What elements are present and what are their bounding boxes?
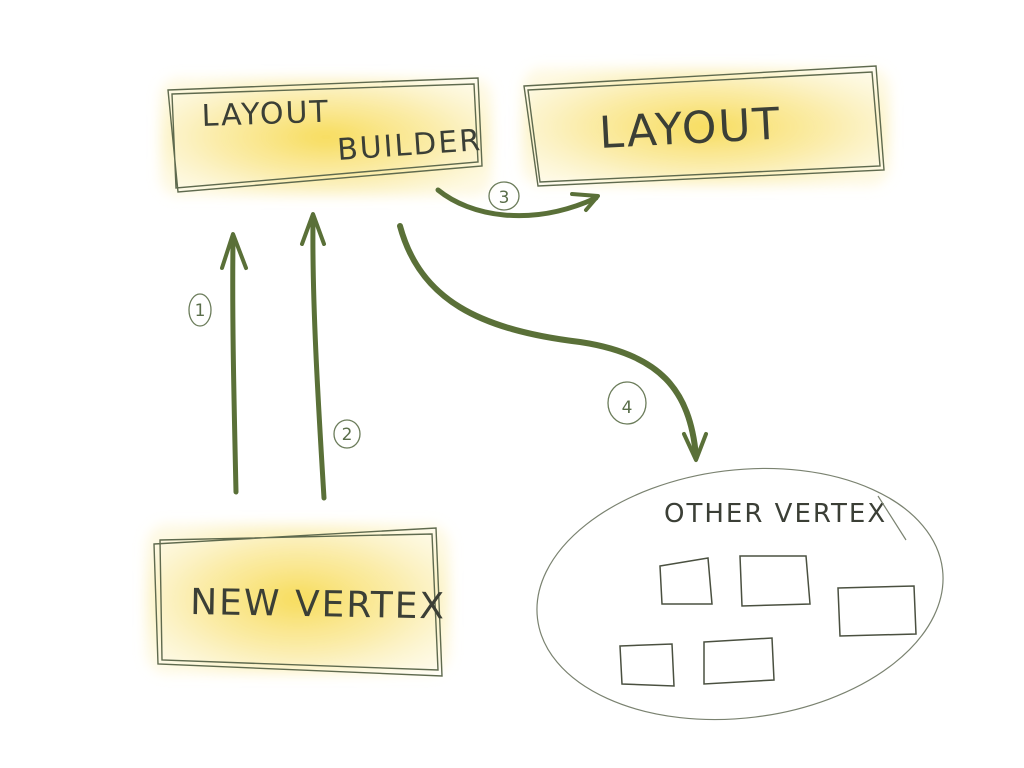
other-vertex-label: OTHER VERTEX	[664, 499, 887, 529]
new-vertex-label: NEW VERTEX	[190, 582, 447, 627]
step-badge-3: 3	[488, 181, 520, 211]
new-vertex-highlight	[146, 524, 450, 674]
arrow-step-4	[397, 223, 708, 462]
vertex-square	[659, 557, 713, 605]
layout-node: LAYOUT	[522, 65, 890, 187]
layout-label: LAYOUT	[598, 99, 783, 159]
layout-builder-label-line1: LAYOUT	[201, 95, 330, 134]
step-number-3: 3	[499, 188, 510, 208]
new-vertex-box	[153, 527, 443, 677]
new-vertex-node: NEW VERTEX	[146, 524, 450, 677]
step-badge-4: 4	[607, 381, 647, 425]
vertex-square	[619, 643, 675, 687]
layout-builder-node: LAYOUT BUILDER	[160, 77, 492, 196]
layout-highlight	[522, 68, 890, 186]
layout-box	[523, 65, 885, 187]
other-vertex-ellipse	[536, 467, 944, 721]
other-vertex-node: OTHER VERTEX	[536, 467, 944, 721]
vertex-square	[739, 555, 811, 607]
arrow-step-3	[435, 187, 600, 219]
other-vertex-tick-mark	[877, 495, 907, 541]
layout-builder-highlight	[160, 78, 492, 196]
arrow-step-1	[220, 232, 248, 495]
step-number-2: 2	[342, 425, 353, 445]
arrow-step-2	[300, 212, 327, 501]
step-number-1: 1	[195, 301, 206, 321]
layout-builder-box	[167, 77, 483, 193]
vertex-square	[837, 585, 917, 637]
step-badge-1: 1	[188, 293, 212, 327]
step-badge-2: 2	[333, 419, 361, 449]
step-number-4: 4	[622, 398, 633, 418]
vertex-square	[703, 637, 775, 685]
